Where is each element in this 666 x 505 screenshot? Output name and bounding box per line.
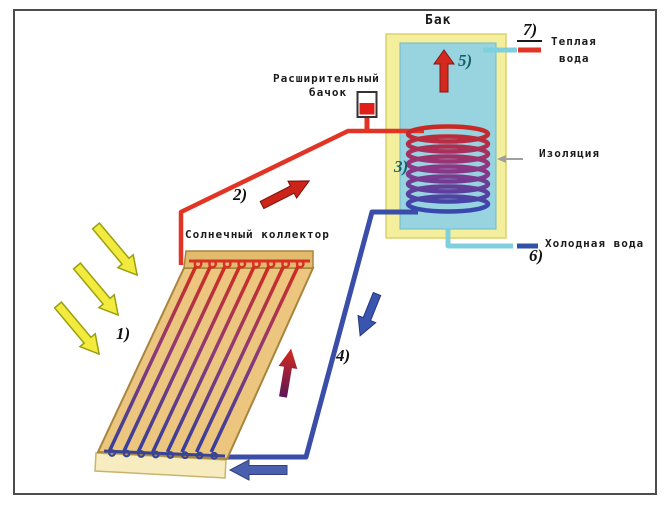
- solar-collector: [94, 250, 315, 479]
- return-flow-arrow: [357, 291, 382, 337]
- sun-ray-arrow: [53, 301, 101, 356]
- collector-label: Солнечный коллектор: [185, 228, 330, 241]
- sun-ray-arrow: [91, 222, 139, 277]
- warm-water-label-line1: Теплая: [551, 35, 597, 48]
- insulation-label: Изоляция: [539, 147, 600, 160]
- cold-water-inlet-pipe: [445, 228, 538, 249]
- collector-riser-tubes: [107, 265, 300, 453]
- marker-5: 5): [458, 51, 473, 70]
- insulation-pointer-arrow: [497, 155, 523, 163]
- marker-3: 3): [394, 157, 409, 176]
- inlet-flow-arrow: [228, 459, 288, 481]
- marker-7: 7): [523, 20, 538, 39]
- expansion-tank-label-line2: бачок: [309, 86, 348, 99]
- marker-4: 4): [336, 346, 351, 365]
- heat-exchanger-coil: [405, 124, 491, 214]
- collector-bottom-manifold: [103, 449, 226, 460]
- panel-flow-arrow: [278, 348, 298, 398]
- marker-1: 1): [116, 324, 131, 343]
- sun-ray-arrow: [72, 262, 120, 317]
- expansion-tank-label-line1: Расширительный: [273, 72, 380, 85]
- marker-6: 6): [529, 246, 544, 265]
- warm-water-label-line2: вода: [559, 52, 590, 65]
- tank-convection-arrow: [433, 49, 455, 93]
- warm-water-outlet-pipe: [483, 40, 542, 53]
- hot-supply-pipe: [178, 128, 424, 265]
- sun-ray-arrows: [53, 222, 139, 356]
- tank-label: Бак: [425, 13, 452, 28]
- collector-top-manifold: [189, 259, 310, 269]
- marker-2: 2): [233, 185, 248, 204]
- expansion-tank-icon: [356, 91, 378, 133]
- cold-water-label: Холодная вода: [545, 237, 645, 250]
- hot-flow-arrow: [259, 180, 311, 210]
